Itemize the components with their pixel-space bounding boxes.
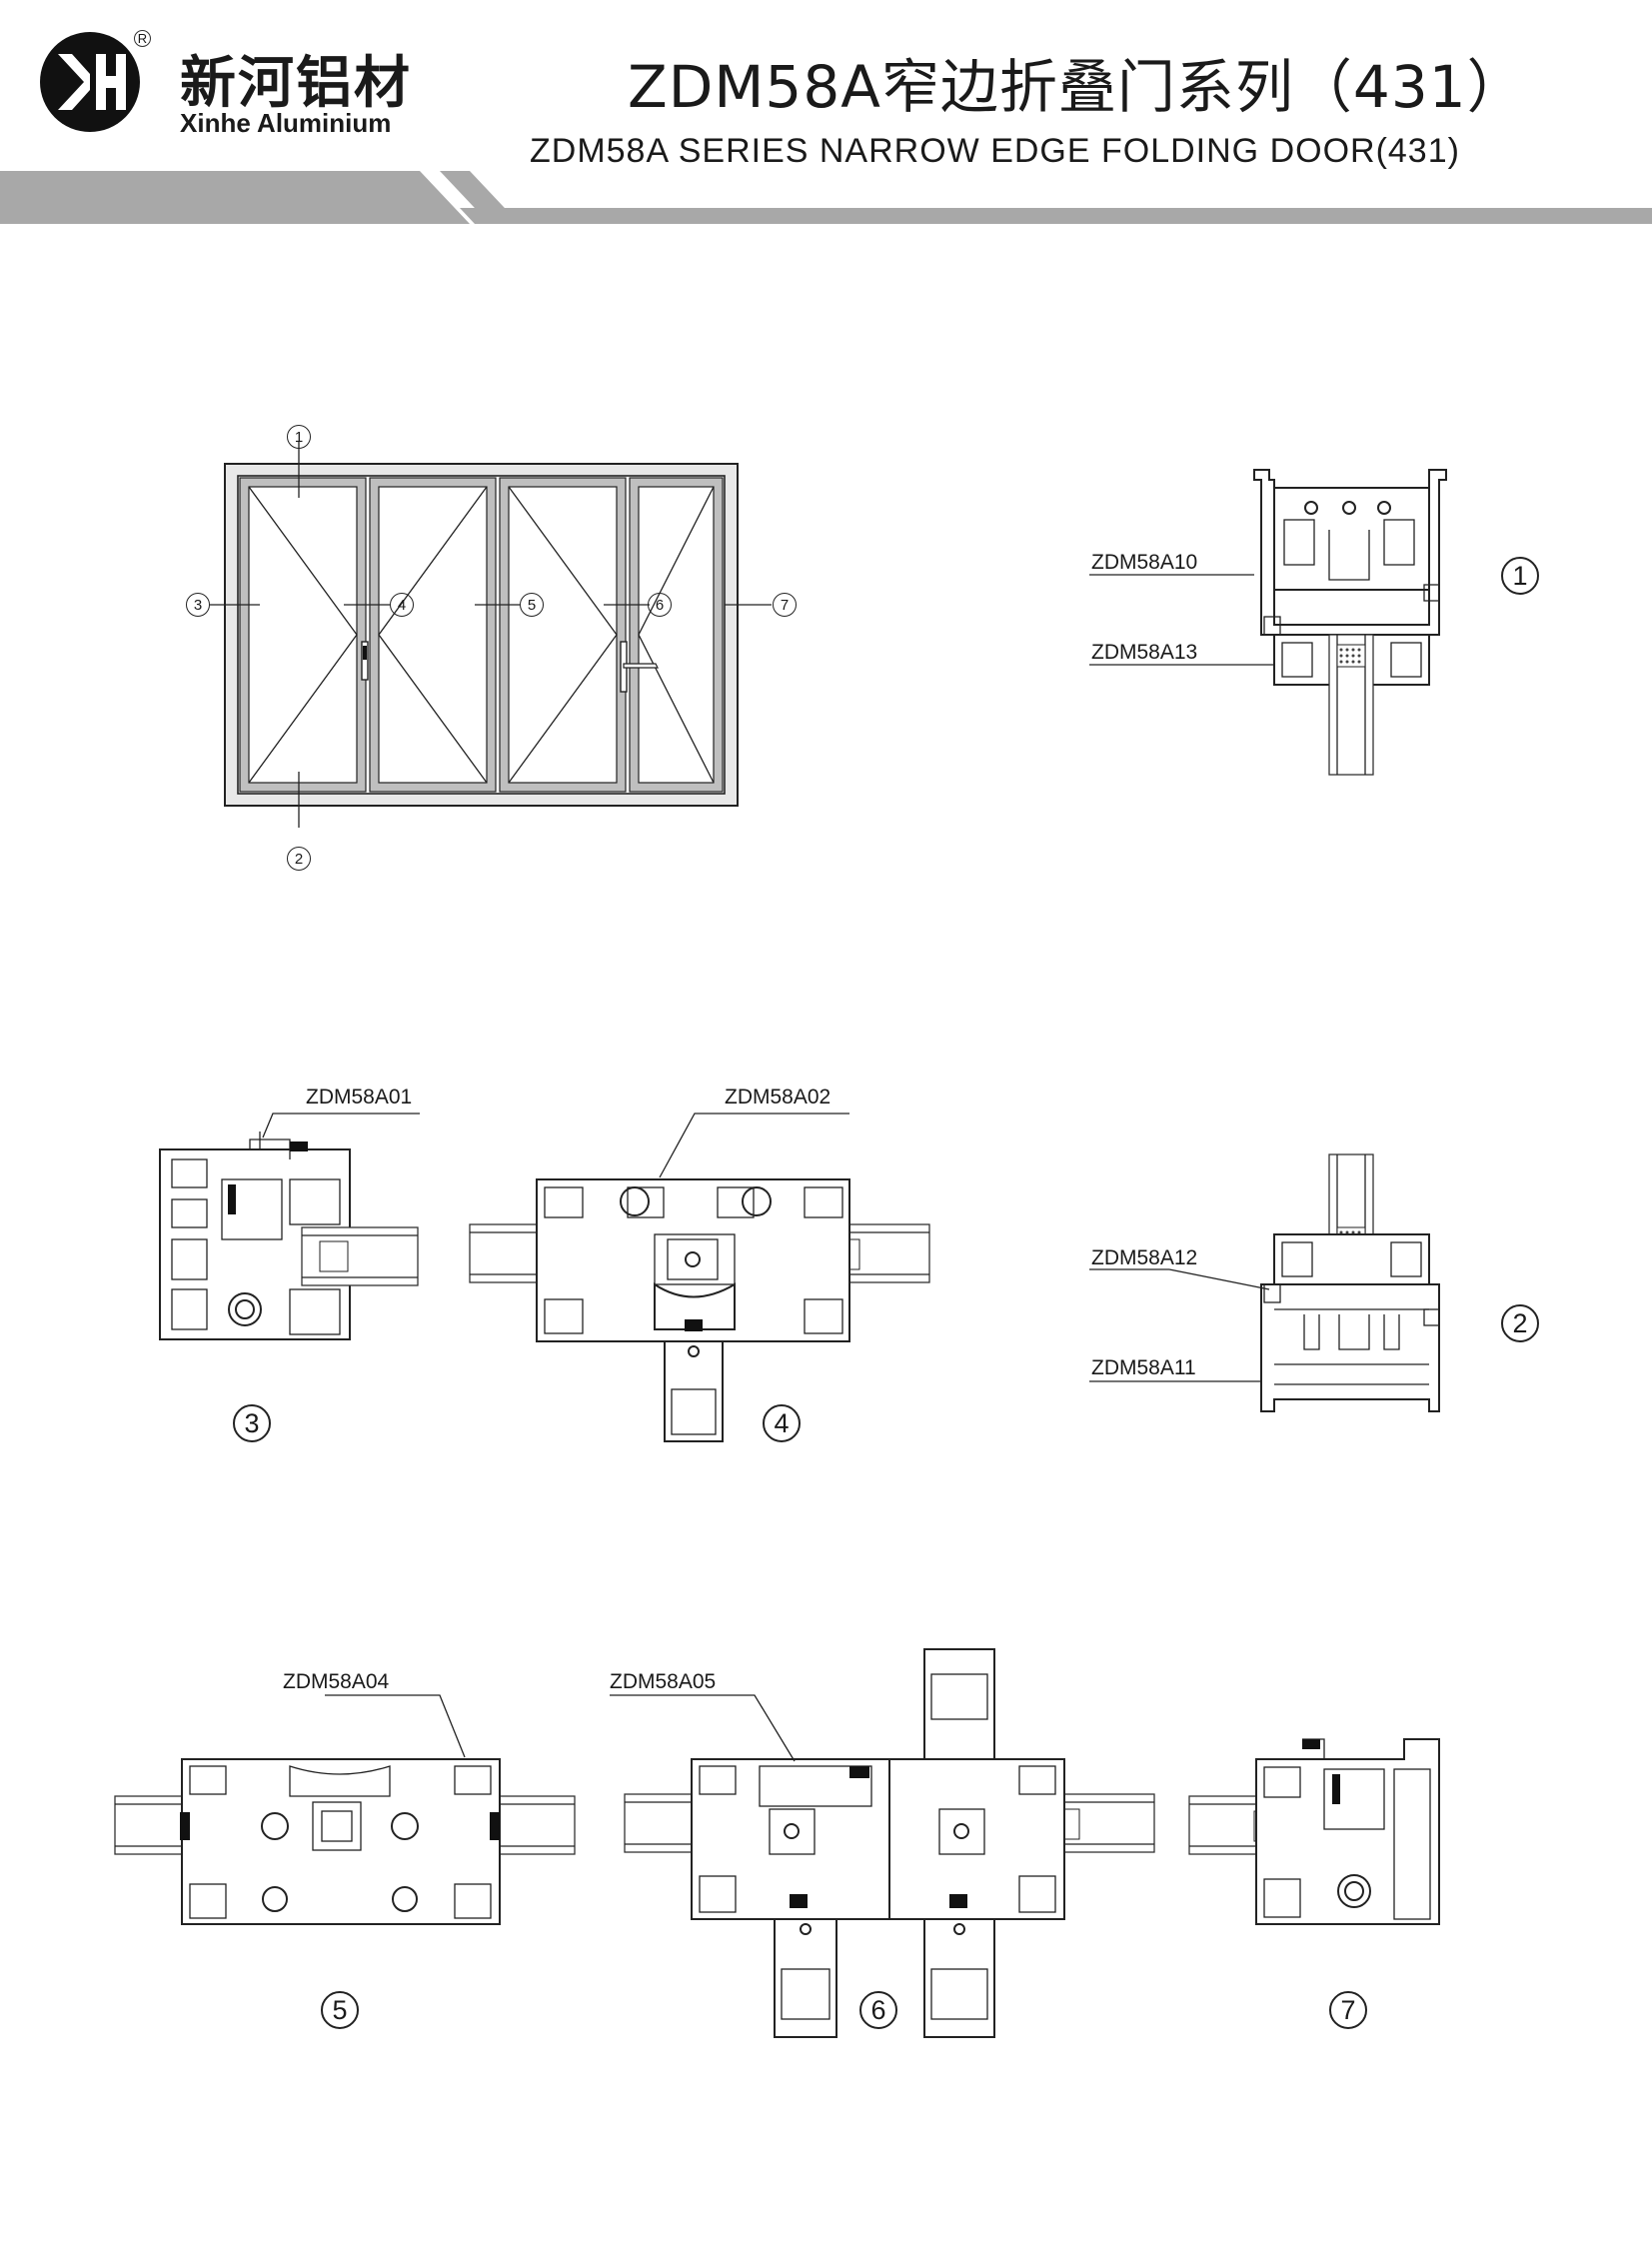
elevation-callout-5: 5 [520, 593, 544, 617]
handle-1 [361, 641, 369, 681]
section-number-5: 5 [321, 1991, 359, 2029]
section-number-4: 4 [763, 1404, 801, 1442]
xh-logo-icon [40, 32, 140, 132]
elevation-callout-1: 1 [287, 425, 311, 449]
elevation-callout-6: 6 [648, 593, 672, 617]
sash-3 [499, 477, 627, 793]
elevation-callout-3: 3 [186, 593, 210, 617]
elevation-callout-7: 7 [773, 593, 797, 617]
section-1-drawing [1089, 469, 1447, 776]
section-number-2: 2 [1501, 1304, 1539, 1342]
section-7-drawing [1188, 1738, 1440, 1925]
section-number-3: 3 [233, 1404, 271, 1442]
section-3-leader [262, 1113, 420, 1138]
registered-mark: R [134, 30, 151, 47]
section-3-drawing [159, 1131, 419, 1340]
part-label-zdm58a11: ZDM58A11 [1091, 1356, 1196, 1379]
part-label-zdm58a13: ZDM58A13 [1091, 641, 1198, 664]
part-label-zdm58a12: ZDM58A12 [1091, 1246, 1198, 1269]
part-label-zdm58a05: ZDM58A05 [610, 1670, 717, 1693]
part-label-zdm58a01: ZDM58A01 [306, 1086, 413, 1109]
section-6-drawing [624, 1648, 1155, 2038]
sash-2 [369, 477, 497, 793]
title-cn: ZDM58A窄边折叠门系列（431） [628, 53, 1526, 121]
brand-name-en: Xinhe Aluminium [180, 108, 392, 138]
sash-1 [239, 477, 367, 793]
part-label-zdm58a04: ZDM58A04 [283, 1670, 390, 1693]
elevation-callout-4: 4 [390, 593, 414, 617]
title-en: ZDM58A SERIES NARROW EDGE FOLDING DOOR(4… [530, 132, 1460, 170]
section-5-leader [325, 1694, 466, 1758]
brand-name-cn: 新河铝材 [180, 51, 412, 116]
part-label-zdm58a10: ZDM58A10 [1091, 551, 1198, 574]
header-bar [0, 171, 1652, 224]
section-2-drawing [1089, 1153, 1440, 1412]
section-4-leader [659, 1113, 849, 1178]
door-elevation [210, 442, 772, 828]
section-6-leader [610, 1694, 796, 1762]
section-5-drawing [114, 1758, 576, 1925]
section-number-7: 7 [1329, 1991, 1367, 2029]
section-number-6: 6 [859, 1991, 897, 2029]
section-number-1: 1 [1501, 557, 1539, 595]
sash-4 [629, 477, 724, 793]
section-4-drawing [469, 1178, 930, 1442]
elevation-callout-2: 2 [287, 847, 311, 871]
part-label-zdm58a02: ZDM58A02 [725, 1086, 831, 1109]
